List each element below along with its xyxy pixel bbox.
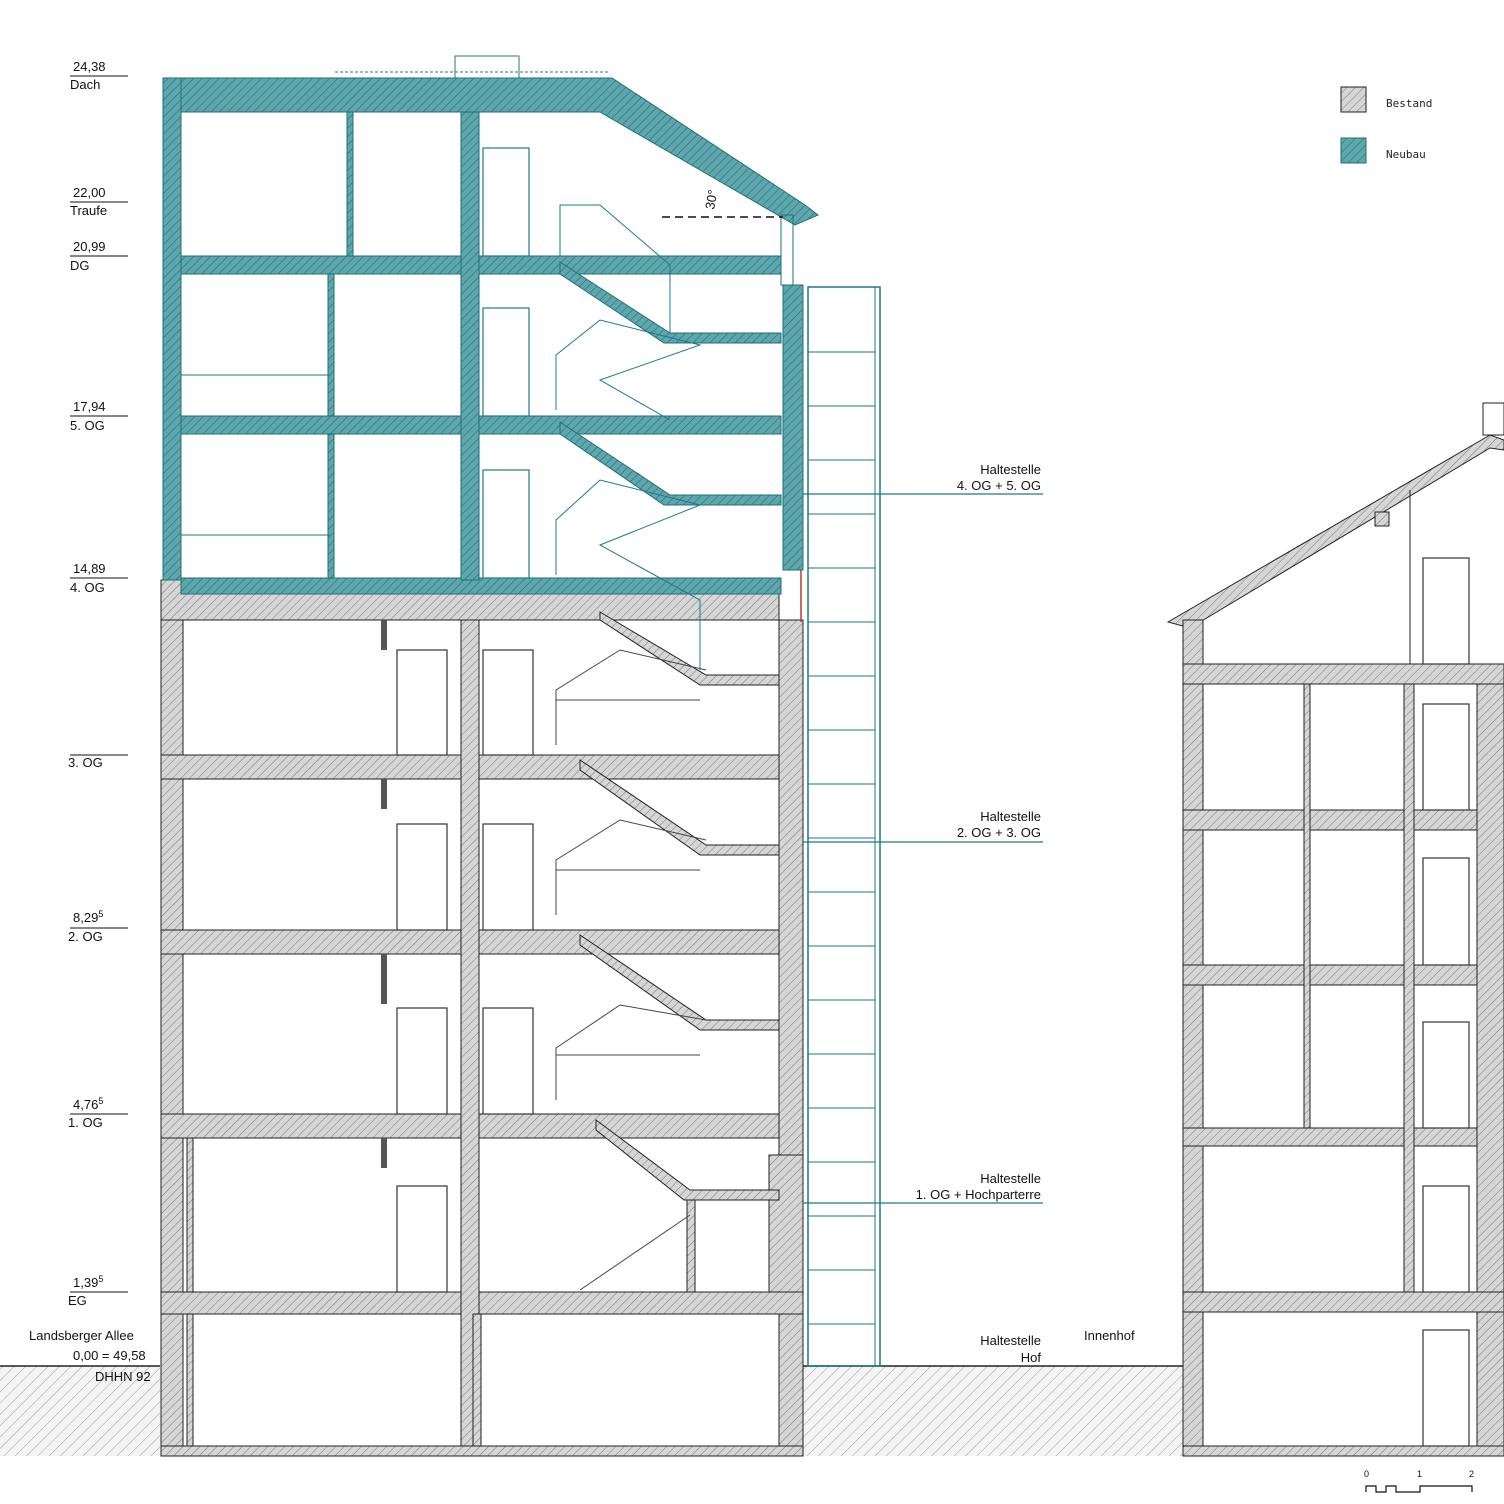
level-eg: 1,395 EG [68,1274,103,1308]
stop-leaders [803,493,1043,1204]
stop-label-2: Haltestelle 2. OG + 3. OG [957,809,1041,840]
svg-text:1. OG: 1. OG [68,1115,103,1130]
svg-text:0: 0 [1364,1469,1369,1479]
svg-text:1,395: 1,395 [73,1274,103,1290]
svg-text:EG: EG [68,1293,87,1308]
roof-skylight [454,55,520,79]
level-dg: 20,99 DG [70,239,106,273]
level-markers [70,75,128,1293]
new-stair-outlines [181,204,702,670]
elevator-shaft [807,286,881,1367]
svg-text:Dach: Dach [70,77,100,92]
level-5-og: 17,94 5. OG [70,399,106,433]
level-2-og: 8,295 2. OG [68,909,103,944]
svg-text:5. OG: 5. OG [70,418,105,433]
neighbour-building [1166,402,1504,1457]
level-1-og: 4,765 1. OG [68,1096,103,1130]
svg-text:0,00 = 49,58: 0,00 = 49,58 [73,1348,146,1363]
scale-bar: 0 1 2 [1364,1469,1474,1493]
neighbour-doors [1422,557,1470,1447]
svg-text:Haltestelle: Haltestelle [980,1171,1041,1186]
ground [0,1365,1183,1456]
level-3-og: 3. OG [68,755,103,770]
svg-text:8,295: 8,295 [73,909,103,925]
svg-text:2. OG: 2. OG [68,929,103,944]
svg-text:DHHN 92: DHHN 92 [95,1369,151,1384]
svg-text:1. OG + Hochparterre: 1. OG + Hochparterre [916,1187,1041,1202]
new-building-floors [162,77,819,622]
svg-text:20,99: 20,99 [73,239,106,254]
street-datum: Landsberger Allee 0,00 = 49,58 DHHN 92 [29,1328,151,1384]
level-4-og: 14,89 4. OG [70,561,106,595]
roof-angle-label: 30° [702,189,720,211]
existing-building-main [160,579,804,1457]
svg-text:14,89: 14,89 [73,561,106,576]
legend: Bestand Neubau [1340,86,1432,164]
stop-label-4: Haltestelle Hof [980,1333,1041,1365]
svg-text:1: 1 [1417,1469,1422,1479]
existing-stair-outlines [555,649,707,1291]
svg-text:17,94: 17,94 [73,399,106,414]
svg-text:3. OG: 3. OG [68,755,103,770]
svg-text:Traufe: Traufe [70,203,107,218]
courtyard-label: Innenhof [1084,1328,1135,1343]
legend-existing-label: Bestand [1386,97,1432,110]
new-doors [482,147,530,579]
svg-text:4. OG: 4. OG [70,580,105,595]
svg-text:Haltestelle: Haltestelle [980,809,1041,824]
svg-text:Landsberger Allee: Landsberger Allee [29,1328,134,1343]
svg-text:24,38: 24,38 [73,59,106,74]
svg-text:22,00: 22,00 [73,185,106,200]
svg-text:2: 2 [1469,1469,1474,1479]
elevator-rungs [808,351,875,1325]
level-dach: 24,38 Dach [70,59,106,92]
svg-text:Hof: Hof [1021,1350,1042,1365]
level-traufe: 22,00 Traufe [70,185,107,218]
stop-label-1: Haltestelle 4. OG + 5. OG [957,462,1041,493]
legend-existing-swatch [1340,86,1367,113]
svg-text:Haltestelle: Haltestelle [980,1333,1041,1348]
legend-new-label: Neubau [1386,148,1426,161]
svg-text:4. OG + 5. OG: 4. OG + 5. OG [957,478,1041,493]
legend-new-swatch [1340,137,1367,164]
stop-label-3: Haltestelle 1. OG + Hochparterre [916,1171,1041,1202]
svg-text:2. OG + 3. OG: 2. OG + 3. OG [957,825,1041,840]
svg-text:Haltestelle: Haltestelle [980,462,1041,477]
svg-text:DG: DG [70,258,90,273]
existing-doors [396,649,534,1293]
svg-text:4,765: 4,765 [73,1096,103,1112]
